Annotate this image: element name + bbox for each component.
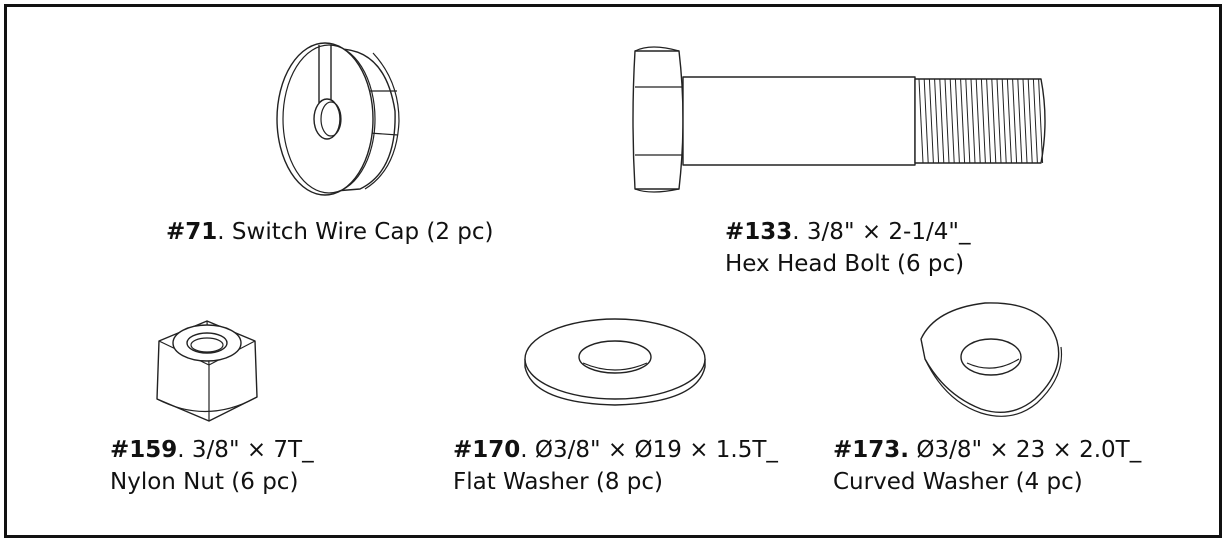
part-number: #71: [166, 219, 218, 245]
part-number: #170: [453, 437, 521, 463]
part-number: #159: [110, 437, 178, 463]
parts-sheet-frame: #71. Switch Wire Cap (2 pc) #133. 3/8" ×…: [4, 4, 1222, 538]
part-name: Curved Washer (4 pc): [833, 469, 1083, 495]
nylon-nut-icon: [156, 320, 258, 422]
caption-sep: .: [217, 219, 232, 245]
part-description: Switch Wire Cap (2 pc): [231, 219, 494, 245]
caption-sep: .: [792, 219, 807, 245]
part-description: 3/8" × 2-1/4"_: [806, 219, 971, 245]
part-number: #133: [725, 219, 793, 245]
part-description: 3/8" × 7T_: [191, 437, 314, 463]
caption-sep: .: [520, 437, 535, 463]
part-description: Ø3/8" × Ø19 × 1.5T_: [534, 437, 778, 463]
part-name: Hex Head Bolt (6 pc): [725, 251, 965, 277]
flat-washer-icon: [524, 318, 706, 406]
part-name: Nylon Nut (6 pc): [110, 469, 299, 495]
part-number: #173.: [833, 437, 910, 463]
curved-washer-icon: [920, 302, 1063, 417]
part-description: Ø3/8" × 23 × 2.0T_: [916, 437, 1142, 463]
caption-sep: .: [177, 437, 192, 463]
part-name: Flat Washer (8 pc): [453, 469, 664, 495]
switch-wire-cap-icon: [276, 42, 400, 196]
hex-head-bolt-icon: [632, 46, 1046, 193]
